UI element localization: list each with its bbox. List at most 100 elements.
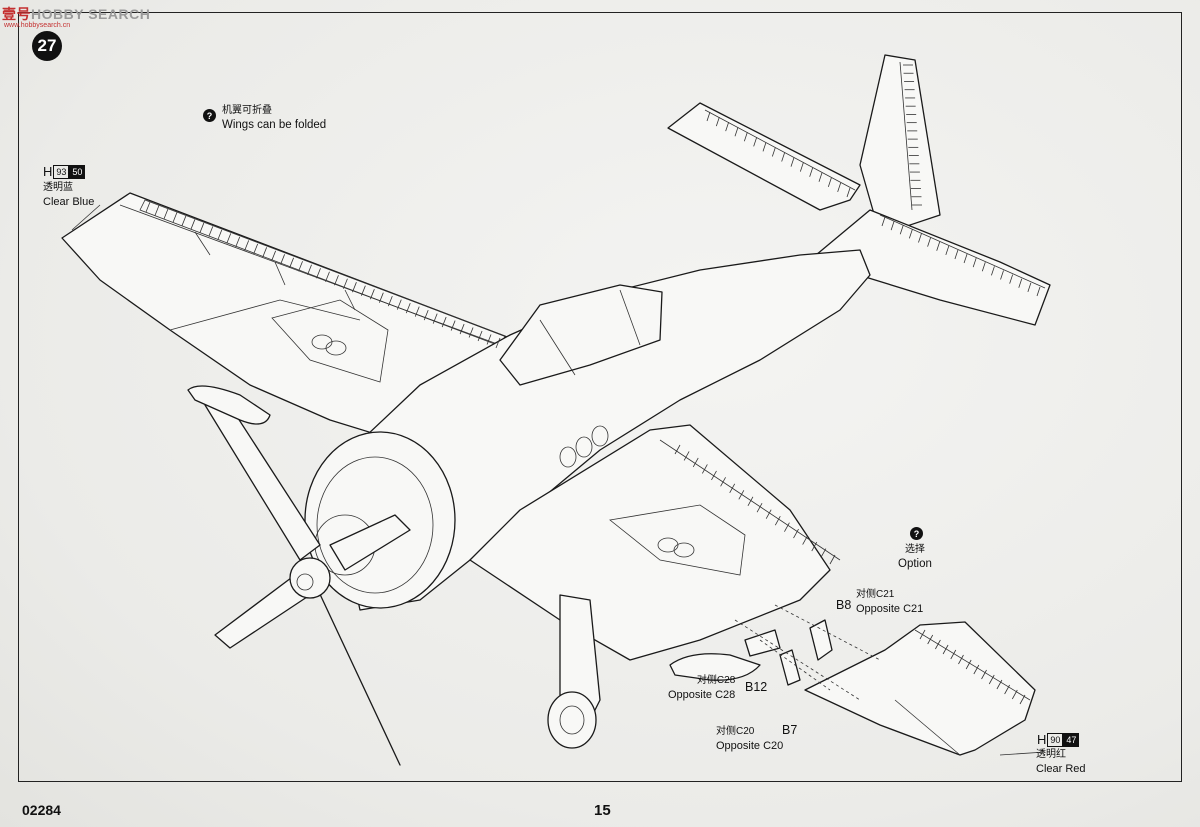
rib-line <box>414 306 420 317</box>
rib-line <box>244 240 250 251</box>
wings-fold-note: 机翼可折叠 Wings can be folded <box>222 104 326 132</box>
rib-line <box>811 541 818 552</box>
rib-line <box>387 296 393 307</box>
opposite-c28-label: 对侧C28 Opposite C28 <box>668 674 735 702</box>
rib-line <box>981 262 986 272</box>
c21-en: Opposite C21 <box>856 603 924 615</box>
rib-line <box>361 285 366 296</box>
part-b12-shape <box>744 629 781 657</box>
rib-line <box>996 679 1003 690</box>
rib-line <box>720 477 726 487</box>
rib-line <box>145 201 151 213</box>
wings-fold-note-en: Wings can be folded <box>222 119 327 131</box>
part-b12-label: B12 <box>745 680 768 694</box>
rib-line <box>753 137 758 147</box>
clear-blue-en: Clear Blue <box>43 196 95 208</box>
paint-code-primary: 93 <box>53 164 70 179</box>
rib-line <box>163 208 169 220</box>
option-note-en: Option <box>898 558 932 570</box>
part-b7-label: B7 <box>782 723 798 737</box>
watermark-url: www.hobbysearch.cn <box>4 22 71 29</box>
step-number: 27 <box>32 31 62 61</box>
option-note: 选择 Option <box>898 543 932 571</box>
drop-tank-left <box>187 385 271 425</box>
rib-line <box>725 122 730 132</box>
rib-line <box>711 470 717 481</box>
rib-line <box>747 496 754 506</box>
folding-outer-wing <box>804 621 1036 756</box>
right-wing-ribs <box>674 444 836 565</box>
rib-line <box>774 515 781 526</box>
rib-line <box>190 219 196 230</box>
rib-line <box>837 182 842 193</box>
fin-ribs <box>903 64 922 206</box>
rib-line <box>154 205 160 216</box>
part-b7-shape <box>779 649 801 686</box>
rib-line <box>738 490 745 500</box>
rib-line <box>890 220 895 231</box>
rib-line <box>1036 286 1041 297</box>
rib-line <box>919 629 926 640</box>
page-frame <box>18 12 1182 782</box>
rib-line <box>298 261 303 272</box>
rib-line <box>881 216 886 227</box>
rib-line <box>1009 274 1014 284</box>
clear-blue-label: 透明蓝 Clear Blue <box>43 181 94 209</box>
rib-line <box>683 451 690 461</box>
rib-line <box>950 649 957 660</box>
rib-line <box>918 233 922 243</box>
rib-line <box>459 323 465 335</box>
rib-line <box>1004 684 1010 695</box>
rib-line <box>729 483 736 494</box>
landing-gear <box>547 594 601 749</box>
clear-red-label: 透明红 Clear Red <box>1036 748 1086 776</box>
rib-line <box>226 233 232 244</box>
watermark-brand: HOBBY SEARCH <box>31 6 151 22</box>
propeller <box>204 397 411 766</box>
rib-line <box>954 249 959 260</box>
left-tailplane <box>667 102 861 211</box>
rib-line <box>334 275 339 286</box>
rib-line <box>1027 282 1032 293</box>
rib-line <box>706 111 711 122</box>
opposite-c21-label: 对侧C21 Opposite C21 <box>856 588 923 616</box>
rib-line <box>809 167 814 177</box>
right-tailplane <box>809 209 1051 326</box>
clear-red-cn: 透明红 <box>1036 749 1066 760</box>
paint-code-primary: 90 <box>1047 732 1064 747</box>
rib-line <box>441 316 447 328</box>
rib-line <box>942 644 949 655</box>
paint-code-clear-red: H 90 47 <box>1037 732 1080 747</box>
rib-line <box>702 464 708 474</box>
paint-letter: H <box>1037 732 1047 747</box>
rib-line <box>289 257 294 268</box>
rib-line <box>486 334 492 345</box>
c21-cn: 对侧C21 <box>856 589 895 600</box>
rib-line <box>369 289 375 300</box>
rib-line <box>908 229 913 239</box>
tail-fin <box>859 54 941 236</box>
rib-line <box>692 457 699 468</box>
rib-line <box>820 548 827 558</box>
rib-line <box>208 226 214 237</box>
rib-line <box>378 292 384 303</box>
rib-line <box>715 116 720 127</box>
watermark-prefix: 壹号 <box>2 6 31 22</box>
rib-line <box>423 309 429 321</box>
rib-line <box>927 634 934 645</box>
rib-line <box>799 162 804 172</box>
paint-code-clear-blue: H 93 50 <box>43 164 86 179</box>
option-note-cn: 选择 <box>904 544 925 555</box>
paint-code-secondary: 50 <box>69 164 86 179</box>
rib-line <box>958 654 964 665</box>
rib-line <box>991 266 995 276</box>
option-icon: ? <box>910 527 923 540</box>
rib-line <box>1019 694 1026 705</box>
rib-line <box>181 215 187 227</box>
rib-line <box>802 535 808 545</box>
rib-line <box>762 142 767 152</box>
product-code: 02284 <box>22 802 61 818</box>
rib-line <box>965 659 972 670</box>
left-wing-ribs <box>145 201 501 349</box>
left-tailplane-ribs <box>706 111 851 198</box>
